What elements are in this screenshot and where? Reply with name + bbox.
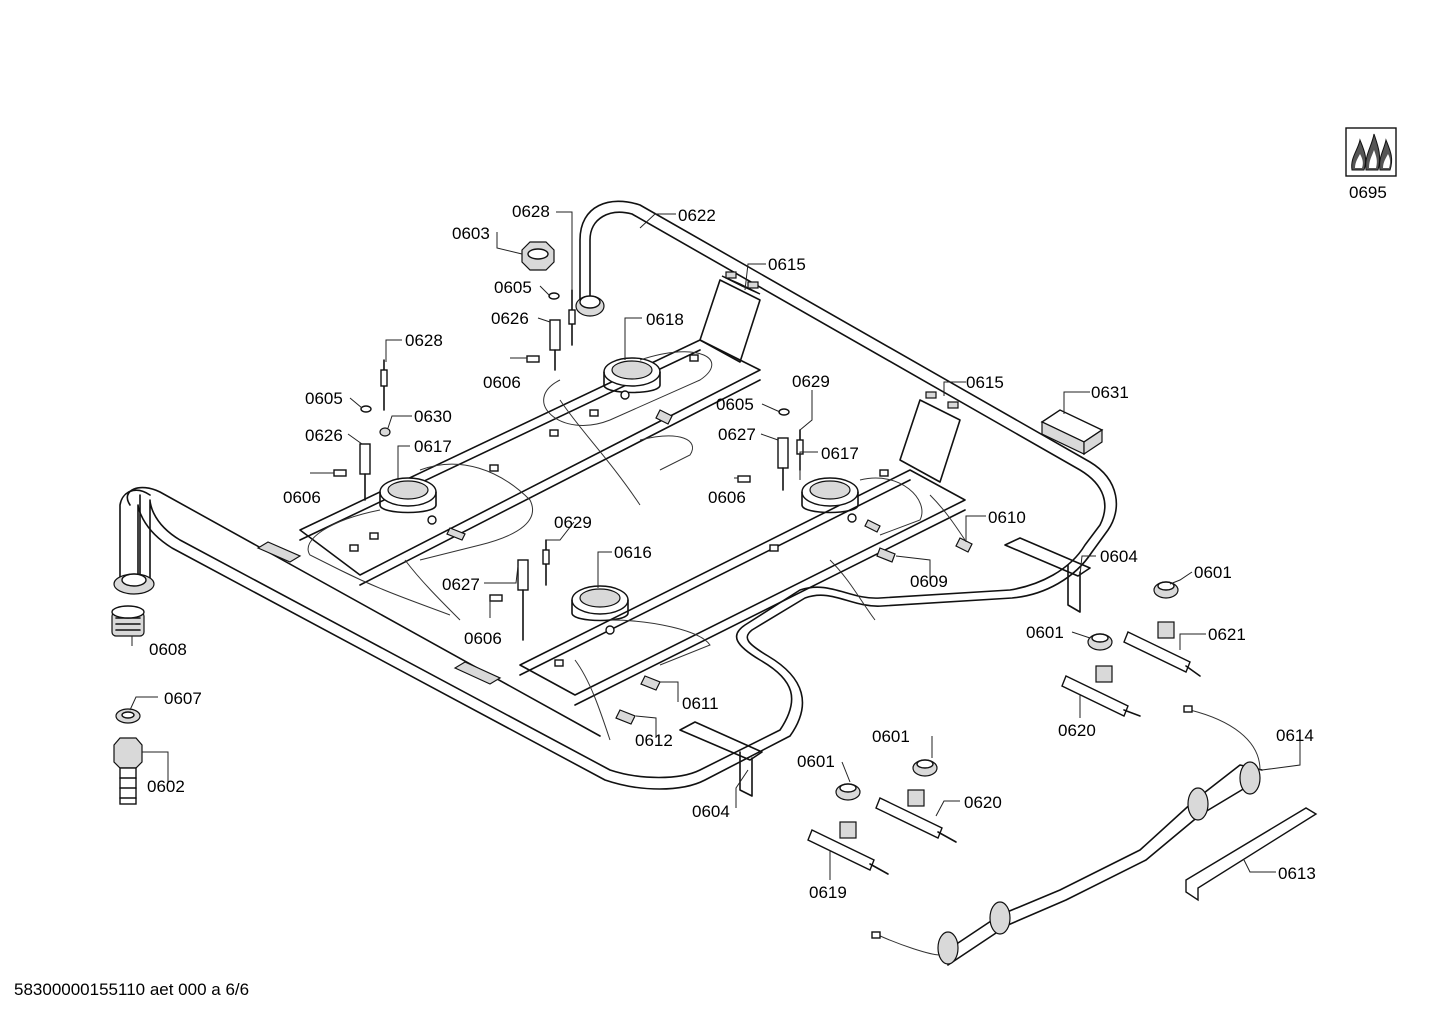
label-0695: 0695 — [1349, 183, 1387, 202]
label-0617-right: 0617 — [821, 444, 859, 463]
part-labels: 0695 0628 0622 0603 0615 0605 0626 0618 … — [147, 183, 1387, 902]
label-0621: 0621 — [1208, 625, 1246, 644]
label-0606-right: 0606 — [708, 488, 746, 507]
label-0629-lower: 0629 — [554, 513, 592, 532]
label-0607: 0607 — [164, 689, 202, 708]
gas-valves — [807, 621, 1201, 875]
label-0618: 0618 — [646, 310, 684, 329]
trim-strip-0613 — [1185, 807, 1318, 902]
label-0626-left: 0626 — [305, 426, 343, 445]
fitting-0608 — [111, 605, 145, 637]
bracket-0604-left — [679, 721, 763, 797]
leader-lines — [129, 211, 1301, 880]
drawing-id: 58300000155110 aet 000 a 6/6 — [14, 980, 250, 999]
label-0620-lower: 0620 — [964, 793, 1002, 812]
burner-0618 — [603, 357, 661, 400]
gas-manifold-pipe — [113, 200, 1118, 790]
label-0604-right: 0604 — [1100, 547, 1138, 566]
label-0603: 0603 — [452, 224, 490, 243]
label-0604-left: 0604 — [692, 802, 730, 821]
label-0601-mid: 0601 — [1026, 623, 1064, 642]
label-0615-lower: 0615 — [966, 373, 1004, 392]
bracket-0615-b — [899, 391, 961, 483]
label-0605-left: 0605 — [305, 389, 343, 408]
valve-rail-0614 — [871, 705, 1263, 966]
label-0630: 0630 — [414, 407, 452, 426]
label-0629-right: 0629 — [792, 372, 830, 391]
label-0602: 0602 — [147, 777, 185, 796]
label-0601-right: 0601 — [1194, 563, 1232, 582]
label-0628-left: 0628 — [405, 331, 443, 350]
label-0627-right: 0627 — [718, 425, 756, 444]
label-0608: 0608 — [149, 640, 187, 659]
bracket-0604-right — [1004, 537, 1091, 613]
burner-0617-right — [801, 477, 859, 523]
label-0616: 0616 — [614, 543, 652, 562]
label-0631: 0631 — [1091, 383, 1129, 402]
label-0605-right: 0605 — [716, 395, 754, 414]
label-0601-lower-left: 0601 — [797, 752, 835, 771]
label-0620-upper: 0620 — [1058, 721, 1096, 740]
washer-0607 — [115, 708, 141, 724]
label-0612: 0612 — [635, 731, 673, 750]
electrodes — [333, 289, 804, 641]
flame-icon — [1345, 127, 1397, 177]
label-0605-top: 0605 — [494, 278, 532, 297]
nut-0603 — [521, 241, 555, 271]
label-0606-lower: 0606 — [464, 629, 502, 648]
label-0628-top: 0628 — [512, 202, 550, 221]
label-0610: 0610 — [988, 508, 1026, 527]
burner-support-rails — [256, 339, 966, 706]
label-0626-top: 0626 — [491, 309, 529, 328]
thermocouple-wires — [307, 351, 973, 741]
label-0613: 0613 — [1278, 864, 1316, 883]
label-0606-left: 0606 — [283, 488, 321, 507]
label-0617-left: 0617 — [414, 437, 452, 456]
label-0609: 0609 — [910, 572, 948, 591]
hose-connector-0602 — [113, 737, 143, 805]
label-0614: 0614 — [1276, 726, 1314, 745]
label-0601-lower-right: 0601 — [872, 727, 910, 746]
washers-0605 — [360, 292, 790, 416]
label-0627-lower: 0627 — [442, 575, 480, 594]
label-0619: 0619 — [809, 883, 847, 902]
ignition-module-0631 — [1040, 409, 1104, 456]
label-0611: 0611 — [682, 694, 719, 713]
bracket-0615-a — [699, 271, 761, 363]
valve-seals-0601 — [835, 581, 1179, 801]
label-0622: 0622 — [678, 206, 716, 225]
burner-0616 — [571, 585, 629, 635]
label-0615-upper: 0615 — [768, 255, 806, 274]
burner-0617-left — [379, 477, 437, 525]
label-0606-top: 0606 — [483, 373, 521, 392]
